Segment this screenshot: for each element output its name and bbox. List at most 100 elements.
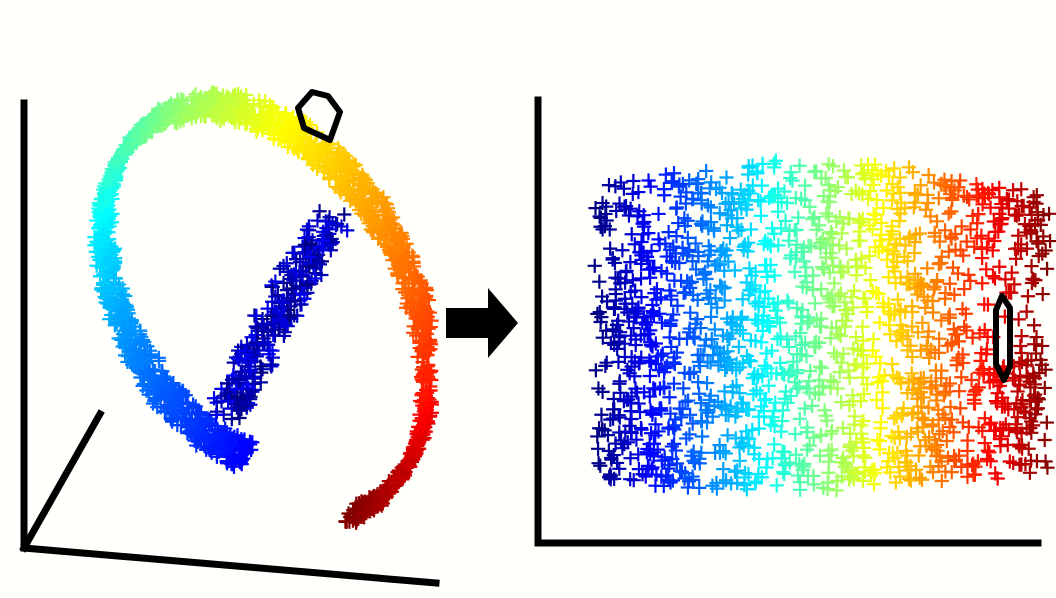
scatter-point (735, 395, 751, 410)
scatter-point (928, 378, 943, 393)
scatter-point (681, 393, 696, 408)
scatter-point (767, 419, 782, 434)
scatter-point (200, 412, 215, 427)
scatter-point (945, 260, 961, 275)
scatter-point (648, 417, 663, 432)
scatter-point (873, 168, 889, 183)
scatter-point (867, 157, 883, 172)
scatter-point (992, 259, 1007, 274)
scatter-point (963, 222, 978, 237)
scatter-point (901, 471, 917, 487)
scatter-point (881, 445, 897, 461)
scatter-point (834, 394, 849, 410)
scatter-point (943, 399, 958, 415)
scatter-point (1012, 356, 1027, 371)
scatter-point (953, 401, 968, 416)
scatter-point (167, 99, 182, 115)
scatter-point (951, 350, 966, 365)
scatter-point (979, 347, 994, 362)
scatter-point (405, 443, 421, 458)
scatter-point (857, 460, 872, 475)
scatter-point (588, 363, 603, 378)
scatter-point (232, 447, 247, 462)
scatter-point (932, 448, 947, 463)
scatter-point (113, 309, 129, 324)
scatter-point (988, 393, 1004, 409)
scatter-point (307, 137, 323, 152)
scatter-point (202, 429, 217, 444)
scatter-point (377, 236, 392, 251)
scatter-point (617, 199, 632, 214)
scatter-point (265, 279, 280, 295)
scatter-point (613, 385, 628, 400)
scatter-point (982, 445, 997, 460)
scatter-point (985, 243, 1000, 258)
scatter-point (184, 427, 200, 442)
scatter-point (666, 166, 682, 181)
scatter-point (869, 192, 884, 208)
scatter-point (685, 416, 700, 431)
scatter-point (238, 368, 254, 384)
scatter-point (876, 300, 892, 315)
scatter-point (722, 331, 737, 346)
scatter-point (917, 433, 933, 448)
scatter-point (374, 490, 389, 505)
scatter-point (889, 254, 905, 270)
scatter-point (891, 424, 906, 439)
scatter-point (220, 393, 236, 408)
scatter-point (383, 227, 399, 243)
scatter-point (920, 261, 935, 276)
scatter-point (934, 473, 949, 489)
scatter-point (668, 443, 684, 458)
scatter-point (686, 287, 701, 303)
scatter-point (901, 231, 916, 246)
scatter-point (948, 452, 964, 467)
scatter-point (662, 390, 677, 405)
scatter-point (721, 194, 736, 210)
scatter-point (759, 346, 774, 361)
scatter-point (717, 397, 733, 412)
scatter-point (1035, 246, 1050, 261)
scatter-point (987, 271, 1003, 286)
scatter-point (278, 107, 293, 122)
scatter-point (603, 469, 618, 484)
scatter-point (328, 218, 344, 233)
scatter-point (147, 107, 163, 122)
scatter-point (768, 153, 783, 168)
scatter-point (296, 246, 311, 261)
scatter-point (832, 210, 847, 225)
scatter-point (823, 331, 838, 346)
scatter-point (865, 222, 880, 237)
scatter-point (685, 469, 700, 484)
scatter-point (1031, 236, 1046, 251)
scatter-point (1029, 330, 1044, 345)
scatter-point (593, 458, 608, 473)
scatter-point (937, 178, 952, 193)
scatter-point (396, 238, 411, 253)
scatter-point (1012, 439, 1027, 454)
scatter-point (259, 108, 274, 123)
scatter-point (820, 288, 835, 304)
scatter-point (607, 255, 623, 271)
scatter-point (892, 431, 907, 446)
scatter-point (713, 278, 728, 293)
scatter-point (145, 396, 161, 411)
scatter-point (351, 202, 367, 218)
scatter-point (757, 358, 772, 373)
scatter-point (698, 264, 713, 279)
scatter-point (863, 272, 878, 288)
scatter-point (653, 401, 669, 416)
scatter-point (632, 204, 647, 219)
scatter-point (651, 424, 666, 439)
scatter-point (734, 430, 749, 445)
scatter-point (260, 337, 275, 352)
scatter-point (349, 194, 364, 209)
scatter-point (883, 327, 898, 342)
scatter-point (807, 336, 822, 351)
scatter-point (661, 224, 676, 240)
scatter-point (160, 382, 175, 397)
scatter-point (988, 466, 1003, 481)
scatter-point (590, 441, 606, 456)
scatter-point (921, 167, 936, 183)
scatter-point (915, 315, 930, 330)
